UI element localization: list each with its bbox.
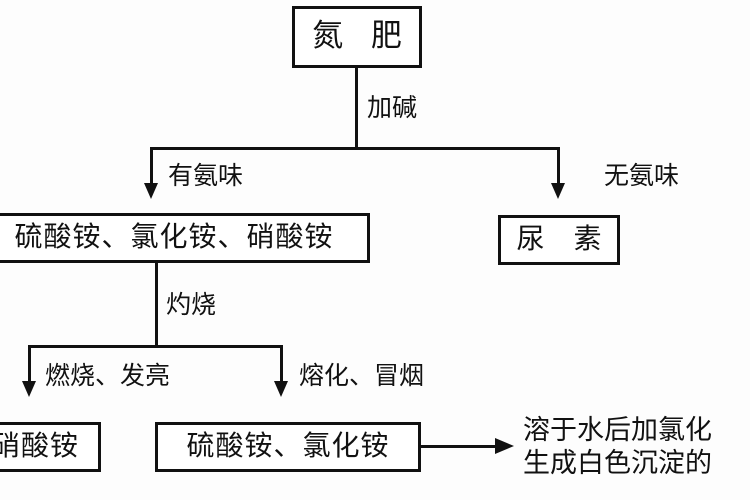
node-nitrogen-fertilizer: 氮 肥	[292, 6, 422, 68]
node-ammonium-sulfate-chloride: 硫酸铵、氯化铵	[155, 422, 421, 472]
edge-ammonium-stem	[155, 263, 158, 347]
edge-branch-right-level2	[280, 345, 283, 389]
node-urea-label: 尿 素	[516, 222, 612, 255]
edge-label-melts-smokes: 熔化、冒烟	[299, 361, 425, 390]
node-ammonium-sulfate-chloride-label: 硫酸铵、氯化铵	[186, 429, 390, 462]
node-ammonium-nitrate: 硝酸铵	[0, 422, 101, 472]
node-ammonium-salts-group-label: 硫酸铵、氯化铵、硝酸铵	[14, 220, 334, 253]
edge-label-ignite: 灼烧	[166, 290, 217, 319]
edge-branch-left-level1	[150, 147, 153, 189]
edge-label-add-alkali: 加碱	[367, 93, 418, 122]
node-nitrogen-fertilizer-label: 氮 肥	[312, 17, 411, 54]
edge-label-has-ammonia-smell: 有氨味	[168, 161, 244, 190]
result-annotation-line-1: 溶于水后加氯化	[523, 415, 712, 446]
node-ammonium-salts-group: 硫酸铵、氯化铵、硝酸铵	[0, 213, 370, 263]
arrowhead-down-icon-left-level2	[22, 381, 36, 397]
result-annotation-line-2: 生成白色沉淀的	[523, 447, 712, 479]
arrowhead-down-icon-right-level1	[551, 183, 565, 199]
edge-bus-level1	[150, 147, 560, 150]
node-urea: 尿 素	[498, 215, 620, 265]
result-annotation-text: 溶于水后加氯化 生成白色沉淀的	[523, 415, 750, 481]
edge-branch-left-level2	[28, 345, 31, 389]
edge-bus-level2	[28, 345, 283, 348]
arrowhead-right-icon-result	[495, 438, 514, 454]
arrowhead-down-icon-left-level1	[144, 183, 158, 199]
edge-label-burns-glows: 燃烧、发亮	[45, 361, 171, 390]
edge-root-stem	[355, 68, 358, 149]
arrowhead-down-icon-right-level2	[274, 381, 288, 397]
node-ammonium-nitrate-label: 硝酸铵	[0, 429, 79, 462]
edge-branch-right-level1	[557, 147, 560, 189]
edge-to-result-text	[421, 445, 499, 448]
edge-label-no-ammonia-smell: 无氨味	[604, 161, 680, 190]
